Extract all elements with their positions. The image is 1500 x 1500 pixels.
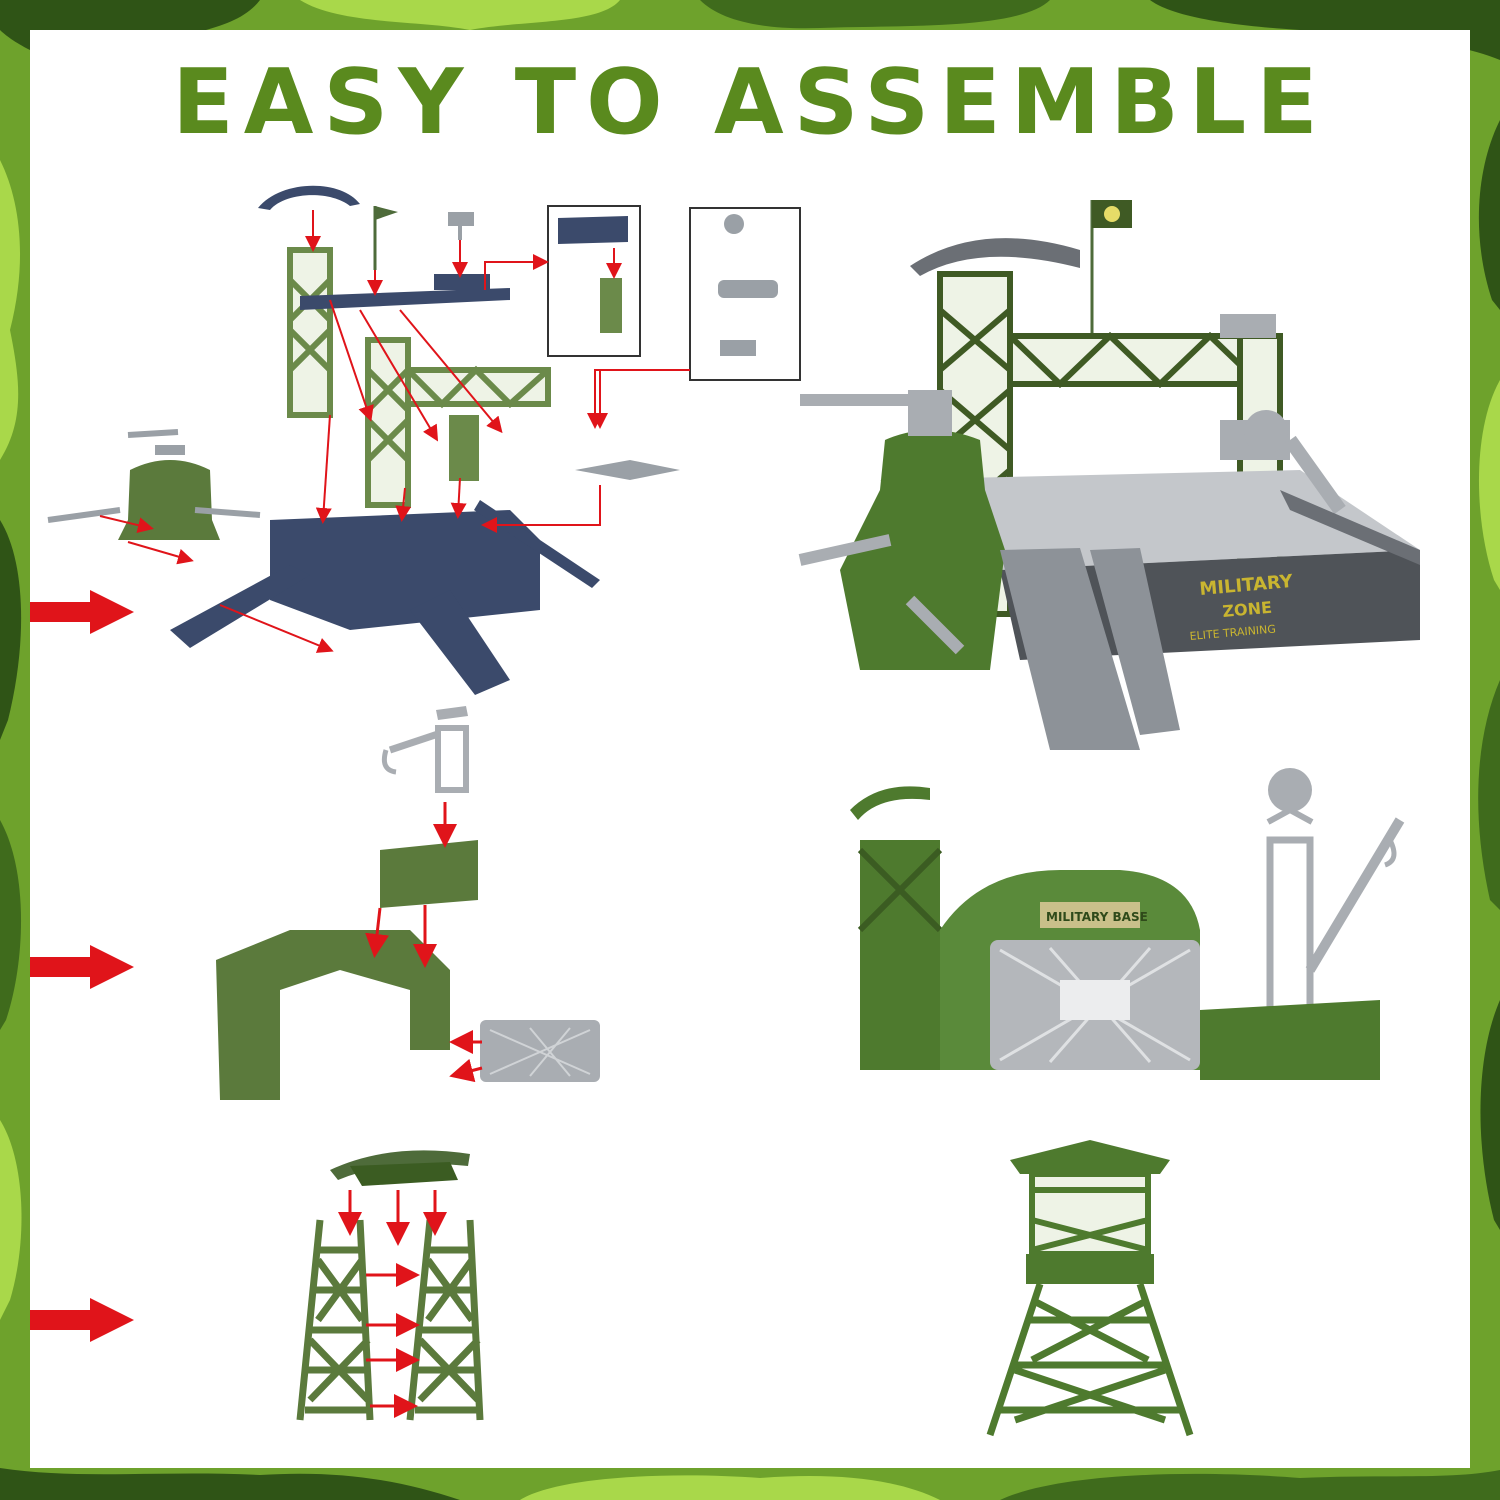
step-command-base: MILITARY ZONE ELITE TRAINING (30, 170, 1470, 770)
exploded-parts-diagram (47, 185, 801, 695)
step-garage-base: MILITARY BASE (30, 690, 1470, 1130)
page-title: EASY TO ASSEMBLE (172, 50, 1328, 155)
assembled-garage: MILITARY BASE (850, 768, 1405, 1080)
assembled-command-base: MILITARY ZONE ELITE TRAINING (798, 200, 1420, 750)
content-panel: EASY TO ASSEMBLE (30, 30, 1470, 1468)
sign-zone: ZONE (1222, 598, 1273, 621)
sign-military-base: MILITARY BASE (1046, 910, 1148, 924)
red-arrow-icon (30, 945, 134, 989)
exploded-parts-diagram (216, 706, 600, 1100)
assembled-tower (986, 1140, 1194, 1437)
exploded-parts-diagram (296, 1150, 484, 1421)
red-arrow-icon (30, 590, 134, 634)
red-arrow-icon (30, 1298, 134, 1342)
step-watch-tower (30, 1130, 1470, 1450)
